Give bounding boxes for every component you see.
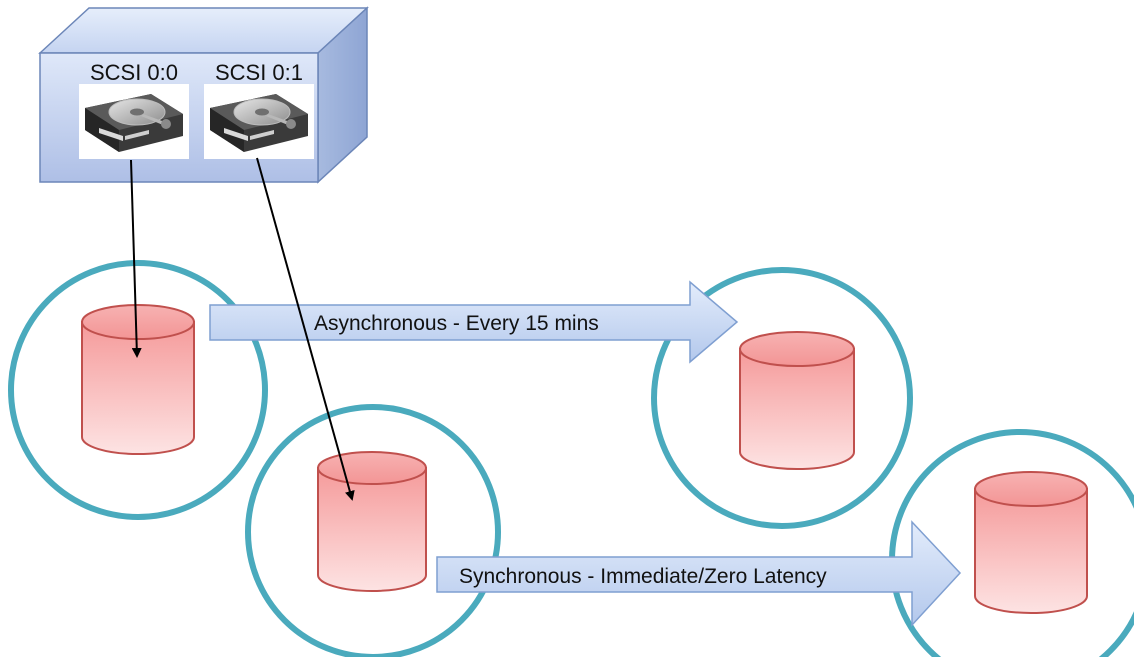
datastore-primary-sync xyxy=(317,451,427,592)
async-replication-arrow: Asynchronous - Every 15 mins xyxy=(209,280,739,364)
hard-drive-icon xyxy=(204,84,314,159)
sync-replication-label: Synchronous - Immediate/Zero Latency xyxy=(459,565,827,588)
async-replication-label: Asynchronous - Every 15 mins xyxy=(314,312,599,335)
connector-scsi-0-0 xyxy=(130,159,142,358)
datastore-sync-target xyxy=(974,471,1088,614)
site-circle-primary-sync xyxy=(245,404,501,657)
hard-drive-icon xyxy=(79,84,189,159)
site-circle-async-target xyxy=(651,267,913,529)
datastore-async-target xyxy=(739,331,855,470)
disk-scsi-0-0: SCSI 0:0 xyxy=(79,60,189,159)
disk-label-scsi-0-0: SCSI 0:0 xyxy=(90,60,178,85)
connector-scsi-0-1 xyxy=(256,157,355,501)
disk-label-scsi-0-1: SCSI 0:1 xyxy=(215,60,303,85)
sync-replication-arrow: Synchronous - Immediate/Zero Latency xyxy=(436,520,962,627)
disk-scsi-0-1: SCSI 0:1 xyxy=(204,60,314,159)
datastore-primary-async xyxy=(81,304,195,455)
site-circle-primary-async xyxy=(8,260,268,520)
